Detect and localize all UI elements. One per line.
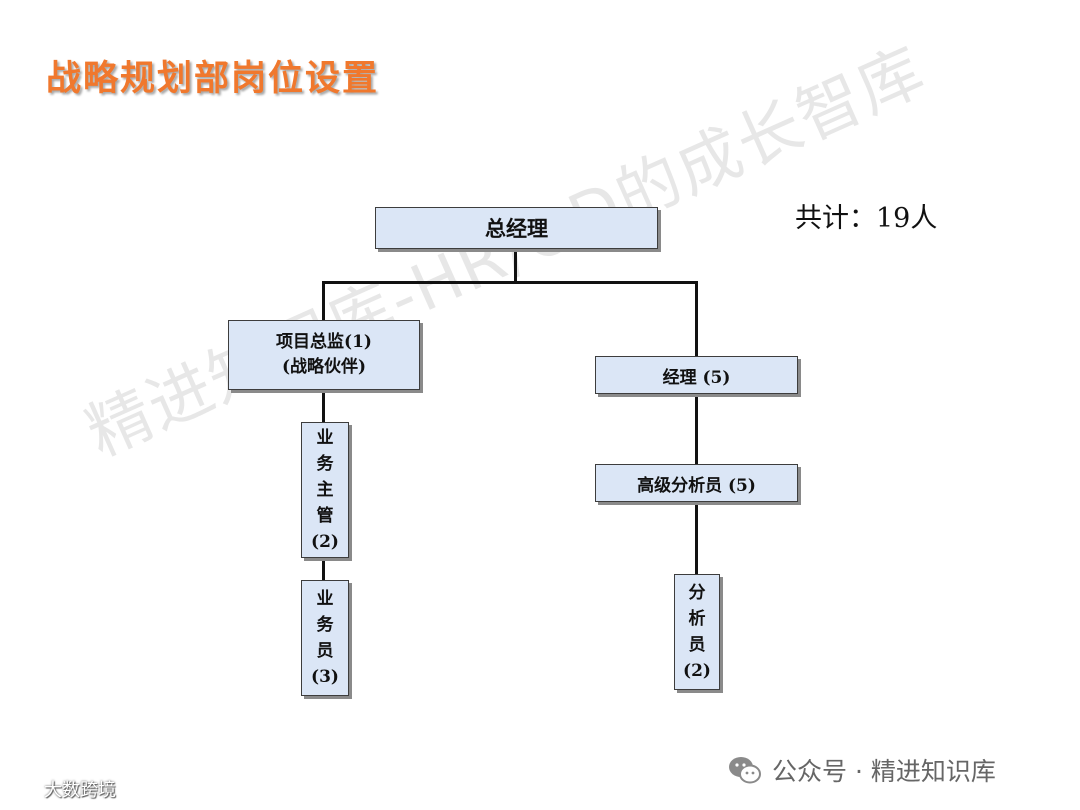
- connector-manager-senior: [695, 394, 698, 466]
- analyst-box: 分 析 员 (2): [674, 574, 720, 690]
- director-box: 项目总监(1) (战略伙伴): [228, 320, 420, 390]
- business-staff-char: 务: [316, 615, 334, 635]
- business-supervisor-char: 务: [316, 454, 334, 474]
- senior-analyst-label: 高级分析员 (5): [637, 475, 756, 496]
- business-supervisor-box: 业 务 主 管 (2): [301, 422, 349, 558]
- gm-box: 总经理: [375, 207, 658, 249]
- wechat-icon: [729, 757, 761, 784]
- business-staff-char: 员: [316, 641, 334, 661]
- connector-senior-analyst: [695, 501, 698, 575]
- senior-analyst-box: 高级分析员 (5): [595, 464, 798, 502]
- business-supervisor-char: 主: [316, 480, 334, 500]
- page-title: 战略规划部岗位设置: [46, 58, 380, 99]
- manager-box: 经理 (5): [595, 356, 798, 394]
- business-staff-box: 业 务 员 (3): [301, 580, 349, 696]
- analyst-char: 员: [688, 635, 706, 655]
- source-brand-label: 大数跨境: [44, 780, 116, 801]
- gm-label: 总经理: [485, 216, 548, 241]
- total-count: 共计：19人: [795, 203, 938, 234]
- connector-supervisor-staff: [322, 557, 325, 581]
- director-label: 项目总监(1): [276, 332, 372, 352]
- wechat-account: 公众号 · 精进知识库: [728, 752, 996, 788]
- connector-left-down: [322, 281, 325, 321]
- connector-horizontal: [322, 281, 698, 284]
- business-staff-char: 业: [316, 589, 334, 609]
- manager-label: 经理 (5): [662, 367, 731, 388]
- director-sublabel: (战略伙伴): [281, 357, 367, 377]
- business-staff-count: (3): [311, 667, 339, 687]
- source-brand: 大数跨境: [8, 776, 116, 802]
- connector-right-down: [695, 281, 698, 357]
- business-supervisor-char: 管: [316, 506, 334, 526]
- source-logo-icon: [8, 781, 40, 797]
- wechat-account-label: 公众号 · 精进知识库: [772, 757, 996, 786]
- analyst-char: 分: [688, 583, 706, 603]
- connector-gm-down: [514, 249, 517, 284]
- business-supervisor-char: 业: [316, 428, 334, 448]
- analyst-char: 析: [688, 609, 706, 629]
- business-supervisor-count: (2): [311, 532, 339, 552]
- connector-director-supervisor: [322, 389, 325, 423]
- analyst-count: (2): [683, 661, 711, 681]
